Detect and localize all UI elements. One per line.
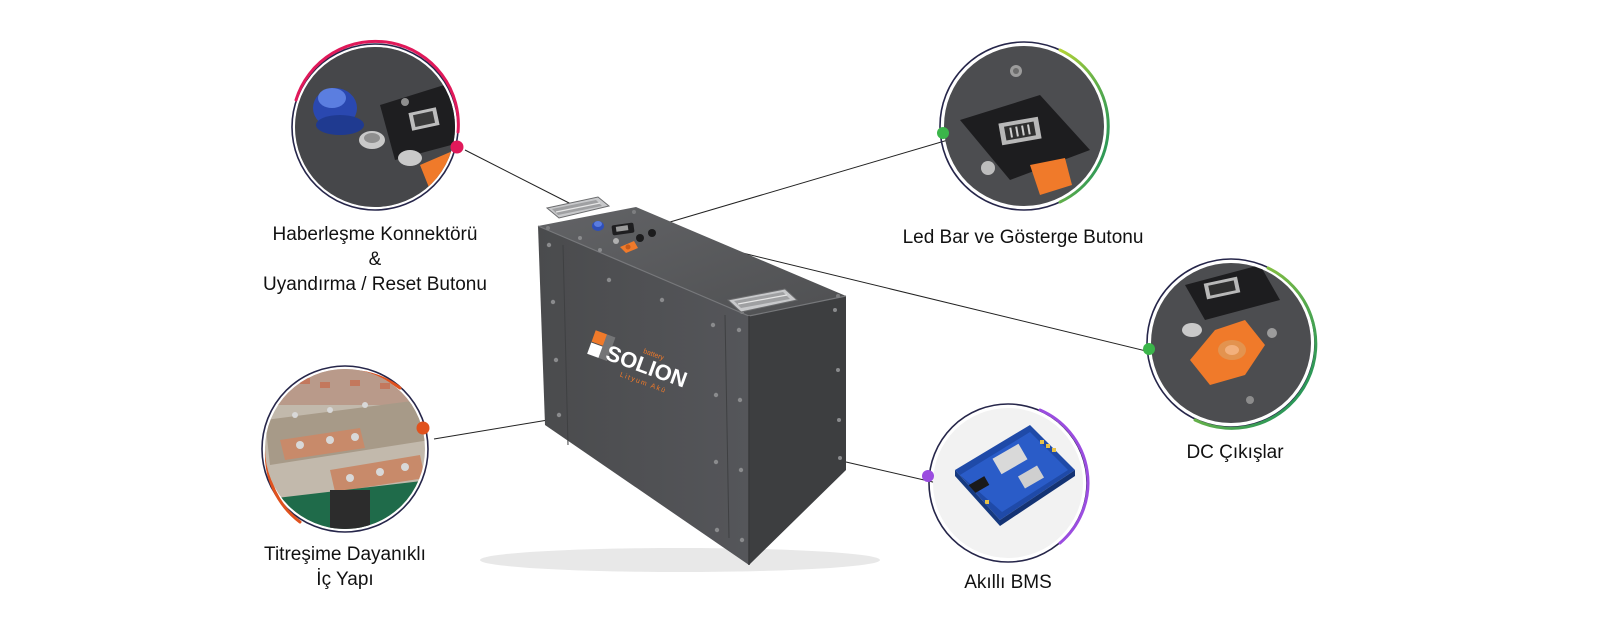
callout-ledbar [937, 41, 1110, 211]
dc-callout-line [721, 247, 1176, 359]
connector-callout-dot [450, 140, 464, 154]
callout-connector [291, 39, 464, 211]
vibration-label-line-1: Titreşime Dayanıklı [264, 544, 426, 565]
ledbar-callout-dot [937, 127, 949, 139]
dc-callout-dot [1143, 343, 1155, 355]
battery-handle-left [545, 196, 611, 219]
callout-vibration [261, 365, 430, 533]
bms-board-image [933, 408, 1083, 558]
battery-unit: SOLION battery Lityum Akü [480, 196, 880, 572]
callout-lines [433, 134, 1176, 487]
connector-label: Haberleşme Konnektörü & Uyandırma / Rese… [245, 222, 505, 297]
vibration-callout-dot [416, 421, 430, 435]
connector-closeup-image [295, 47, 455, 207]
ledbar-label: Led Bar ve Gösterge Butonu [878, 225, 1168, 250]
connector-label-line-1: Haberleşme Konnektörü [272, 224, 478, 245]
callout-dc [1143, 258, 1318, 430]
connector-callout-line [464, 149, 574, 206]
vibration-label-line-2: İç Yapı [316, 569, 374, 590]
ledbar-callout-line [669, 134, 966, 223]
top-panel-components [592, 221, 656, 253]
bms-callout-dot [922, 470, 934, 482]
dc-closeup-image [1151, 263, 1311, 423]
dc-label-line-1: DC Çıkışlar [1186, 442, 1284, 463]
connector-label-line-3: Uyandırma / Reset Butonu [263, 274, 487, 295]
bms-callout-line [845, 461, 951, 487]
battery-handle-right [726, 288, 799, 313]
callout-bms [922, 403, 1090, 563]
ledbar-closeup-image [944, 46, 1104, 206]
ledbar-label-line-1: Led Bar ve Gösterge Butonu [902, 227, 1144, 248]
bms-label-line-1: Akıllı BMS [964, 572, 1052, 593]
bms-label: Akıllı BMS [938, 570, 1078, 595]
vibration-label: Titreşime Dayanıklı İç Yapı [245, 542, 445, 592]
vibration-callout-line [433, 419, 549, 440]
connector-label-line-2: & [368, 249, 382, 270]
battery-side-face [749, 296, 846, 565]
internal-structure-image [265, 369, 425, 529]
battery-front-face [538, 226, 749, 565]
dc-label: DC Çıkışlar [1165, 440, 1305, 465]
